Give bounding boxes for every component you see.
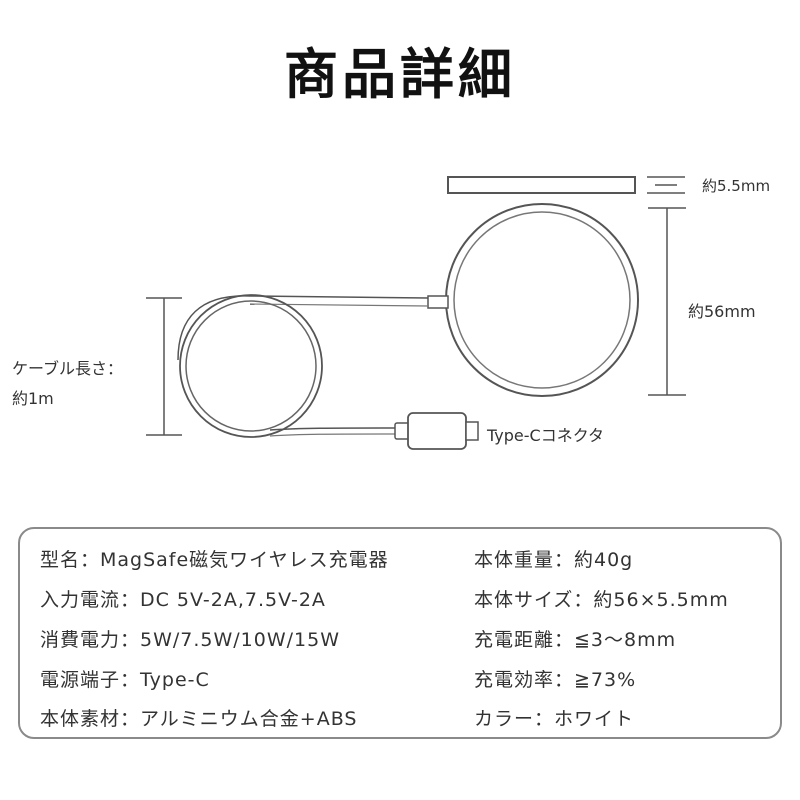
spec-input-current: 入力電流：DC 5V-2A,7.5V-2A xyxy=(40,589,326,611)
spec-weight: 本体重量：約40g xyxy=(474,549,634,571)
spec-size: 本体サイズ：約56×5.5mm xyxy=(474,589,729,611)
cable-length-label-line2: 約1m xyxy=(12,389,54,408)
side-view-bar xyxy=(447,176,636,194)
thickness-label: 約5.5mm xyxy=(702,177,771,195)
spec-box xyxy=(18,527,782,739)
charger-puck-outer xyxy=(445,203,639,397)
cable-bottom xyxy=(269,427,396,431)
cable-coil-inner xyxy=(185,300,317,432)
spec-power: 消費電力：5W/7.5W/10W/15W xyxy=(40,629,341,651)
cable-top-2 xyxy=(249,303,429,307)
cable-bottom-2 xyxy=(269,433,396,437)
diameter-label: 約56mm xyxy=(688,302,756,321)
spec-charge-distance: 充電距離：≦3～8mm xyxy=(474,629,677,651)
spec-efficiency: 充電効率：≧73% xyxy=(474,669,637,691)
cable-strain-relief xyxy=(427,295,449,309)
product-diagram xyxy=(146,176,686,450)
charger-puck-inner xyxy=(453,211,631,389)
cable-length-label-line1: ケーブル長さ： xyxy=(12,359,124,378)
spec-power-port: 電源端子：Type-C xyxy=(40,669,210,691)
spec-material: 本体素材：アルミニウム合金+ABS xyxy=(40,708,358,730)
connector-neck xyxy=(394,422,410,440)
cable-coil-outer xyxy=(179,294,323,438)
connector-label: Type-Cコネクタ xyxy=(487,426,605,445)
spec-color: カラー：ホワイト xyxy=(474,708,635,730)
connector-body xyxy=(407,412,467,450)
spec-model: 型名：MagSafe磁気ワイヤレス充電器 xyxy=(40,549,389,571)
page-title: 商品詳細 xyxy=(284,43,516,106)
connector-plug xyxy=(465,421,479,441)
